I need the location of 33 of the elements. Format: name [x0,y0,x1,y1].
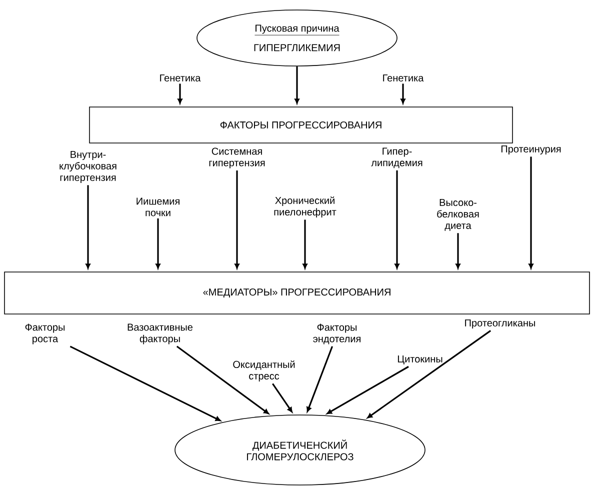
factor-label: Гипер- липидемия [371,148,422,168]
arrow [294,66,300,104]
arrow [178,84,182,104]
factor-label: Генетика [383,74,424,82]
arrow [176,346,269,414]
arrow [156,218,160,269]
factor-label: Вазоактивные факторы [128,324,193,344]
factor-label: Генетика [160,74,201,82]
arrow [234,170,240,269]
arrow [367,330,492,418]
arrow [400,84,406,104]
factor-label: Цитокины [398,356,442,364]
arrow [70,346,221,422]
factor-label: Факторы эндотелия [313,324,360,344]
arrow [528,156,534,269]
arrow [302,220,308,269]
factor-label: Оксидантный стресс [233,360,295,382]
arrow [456,233,460,269]
arrow [306,346,334,412]
factor-label: Протеогликаны [465,320,535,328]
arrow [326,366,409,414]
arrow [272,383,292,412]
factor-label: Факторы роста [25,324,65,344]
factor-label: Хронический пиелонефрит [274,196,336,218]
factor-label: Внутри- клубочковая гипертензия [60,151,116,183]
factor-label: Иишемия почки [136,198,180,216]
factor-label: Высоко- белковая диета [437,199,479,231]
process-box: ФАКТОРЫ ПРОГРЕССИРОВАНИЯ [89,106,513,144]
process-box: «МЕДИАТОРЫ» ПРОГРЕССИРОВАНИЯ [4,272,590,314]
arrow [86,185,90,269]
factor-label: Системная гипертензия [209,148,265,168]
arrow [394,170,400,269]
factor-label: Протеинурия [501,146,561,154]
